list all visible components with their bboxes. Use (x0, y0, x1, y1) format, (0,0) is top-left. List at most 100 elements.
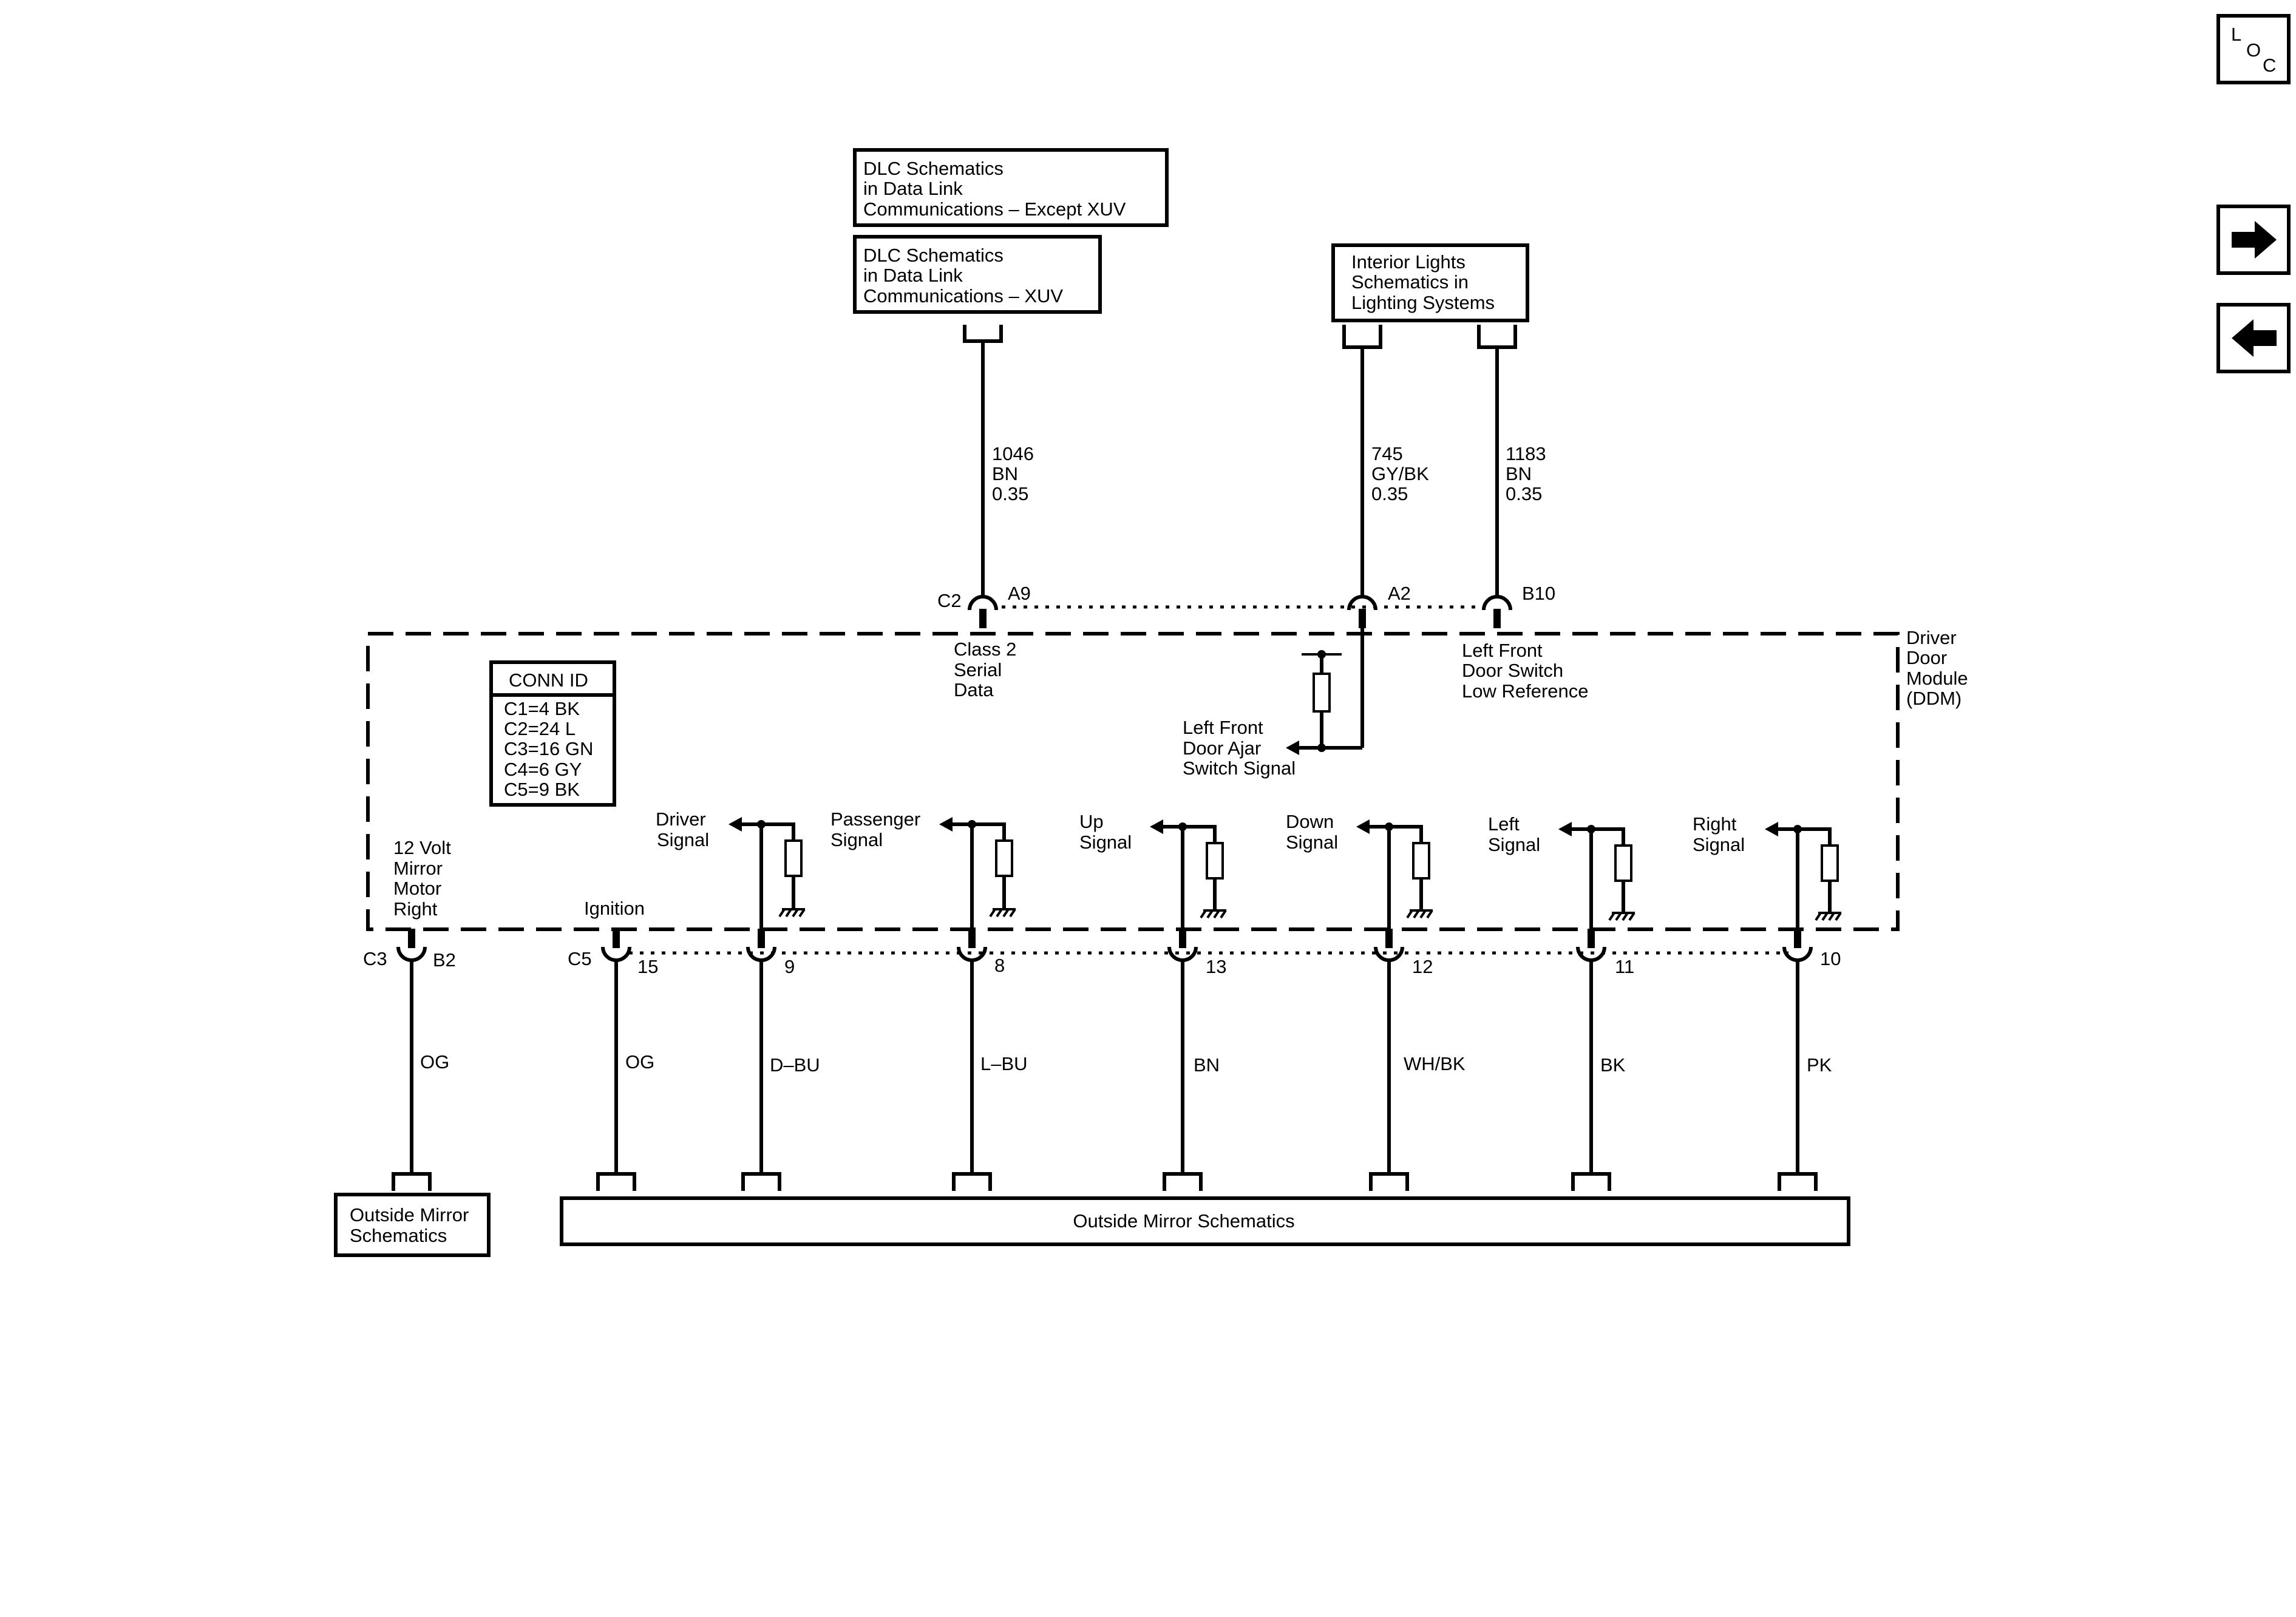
wire-color-label: PK (1807, 1054, 1832, 1076)
wire-size-label: 0.35 (1506, 483, 1542, 504)
top-wire-1183: 1183 BN 0.35 (1495, 347, 1546, 598)
ignition-label: Ignition (584, 898, 645, 919)
signal-circuit-down: Down Signal (1286, 811, 1433, 935)
resistor-icon (1206, 842, 1224, 880)
ref-box-interior-lights[interactable]: Interior Lights Schematics in Lighting S… (1331, 243, 1529, 322)
module-name-line: Driver (1906, 627, 1957, 648)
resistor-icon (1412, 842, 1430, 880)
label-line: Mirror (393, 858, 443, 879)
label-line: Class 2 (954, 639, 1016, 660)
ref-text-line: Schematics (350, 1225, 447, 1246)
connector-name: C3 (363, 948, 387, 969)
label-line: Door Switch (1462, 660, 1563, 681)
arrow-left-icon (1150, 819, 1163, 834)
wire-size-label: 0.35 (992, 483, 1028, 504)
ref-text-line: Lighting Systems (1351, 292, 1495, 313)
wire-circuit-label: 745 (1371, 443, 1403, 464)
signal-label: Signal (830, 829, 883, 850)
loc-button[interactable]: L O C (2216, 14, 2291, 84)
pin-label: 10 (1820, 948, 1841, 969)
ground-icon (778, 908, 806, 918)
ref-box-outside-mirror-small[interactable]: Outside Mirror Schematics (334, 1193, 491, 1257)
ground-icon (989, 908, 1016, 918)
signal-label: Signal (1286, 832, 1338, 853)
arrow-left-icon (939, 817, 953, 832)
ref-text-line: in Data Link (863, 265, 963, 286)
loc-letter-c: C (2263, 55, 2276, 76)
door-switch-low-reference-label: Left Front Door Switch Low Reference (1462, 640, 1589, 702)
signal-circuit-passenger: Passenger Signal (830, 808, 1016, 935)
signal-label: Signal (1693, 834, 1745, 855)
pin-label: 9 (784, 956, 795, 977)
signal-circuit-left: Left Signal (1488, 813, 1635, 935)
ref-text-line: Schematics in (1351, 271, 1469, 293)
next-page-button[interactable] (2216, 205, 2291, 275)
mirror-motor-label: 12 Volt Mirror Motor Right (393, 837, 451, 920)
conn-id-row: C2=24 L (504, 718, 576, 739)
resistor-icon (784, 839, 803, 877)
wire-color-label: BN (1194, 1054, 1220, 1076)
module-name: Driver Door Module (DDM) (1906, 627, 1968, 709)
ref-box-dlc-except-xuv[interactable]: DLC Schematics in Data Link Communicatio… (853, 148, 1169, 227)
conn-id-table: CONN ID C1=4 BK C2=24 L C3=16 GN C4=6 GY… (489, 660, 616, 807)
ref-box-dlc-xuv[interactable]: DLC Schematics in Data Link Communicatio… (853, 235, 1102, 314)
arrow-left-icon (1765, 822, 1778, 836)
connector-name: C2 (937, 590, 962, 611)
pin-label: A2 (1388, 583, 1411, 604)
ref-text-line: Outside Mirror Schematics (1073, 1210, 1294, 1232)
connector-name: C5 (568, 948, 592, 969)
resistor-icon (995, 839, 1013, 877)
loc-letter-l: L (2231, 24, 2241, 45)
label-line: Data (954, 679, 994, 700)
ref-text-line: DLC Schematics (863, 245, 1004, 266)
module-name-line: (DDM) (1906, 688, 1961, 709)
wire-color-label: L–BU (980, 1053, 1028, 1074)
resistor-icon (1821, 844, 1839, 882)
wire-color-label: OG (420, 1051, 449, 1073)
ground-icon (1200, 909, 1227, 919)
class2-serial-data-label: Class 2 Serial Data (954, 639, 1016, 700)
label-line: Switch Signal (1183, 758, 1296, 779)
label-line: Motor (393, 878, 441, 899)
signal-label: Up (1079, 811, 1104, 832)
wire-color-label: WH/BK (1404, 1053, 1466, 1074)
bottom-terminal-brackets (392, 1172, 1818, 1191)
ref-box-outside-mirror-wide[interactable]: Outside Mirror Schematics (560, 1196, 1850, 1246)
pin-label: 11 (1615, 956, 1634, 977)
ref-text-line: DLC Schematics (863, 158, 1004, 179)
top-wire-745: 745 GY/BK 0.35 (1360, 347, 1429, 598)
pin-label: 15 (637, 956, 658, 977)
connector-c5: C5 15 9 8 13 12 11 10 (568, 929, 1841, 977)
signal-label: Driver (656, 808, 706, 830)
signal-label: Passenger (830, 808, 920, 830)
connector-c3: C3 B2 (363, 929, 456, 971)
wire-color-label: BN (992, 463, 1018, 484)
ground-icon (1406, 909, 1433, 919)
wire-color-label: BK (1600, 1054, 1626, 1076)
wire-color-label: D–BU (770, 1054, 820, 1076)
driver-door-module-outline (366, 632, 1900, 931)
module-name-line: Module (1906, 668, 1968, 689)
signal-label: Signal (657, 829, 709, 850)
previous-page-button[interactable] (2216, 303, 2291, 373)
ground-icon (1815, 912, 1842, 921)
wire-color-label: OG (625, 1051, 654, 1073)
arrow-right-icon (2232, 221, 2277, 259)
ref-text-line: Outside Mirror (350, 1204, 469, 1225)
bottom-wires: OG OG D–BU L–BU BN WH/BK BK PK (410, 960, 1832, 1174)
ref-text-line: Communications – Except XUV (863, 198, 1126, 220)
arrow-left-icon (1356, 819, 1370, 834)
module-name-line: Door (1906, 647, 1947, 668)
signal-circuit-right: Right Signal (1693, 813, 1842, 935)
label-line: 12 Volt (393, 837, 451, 858)
signal-circuit-driver: Driver Signal (656, 808, 806, 935)
wire-size-label: 0.35 (1371, 483, 1408, 504)
label-line: Right (393, 898, 438, 920)
signal-label: Left (1488, 813, 1520, 835)
signal-label: Down (1286, 811, 1334, 832)
pin-label: B10 (1522, 583, 1555, 604)
signal-label: Signal (1488, 834, 1540, 855)
wire-circuit-label: 1183 (1506, 443, 1546, 464)
signal-circuit-up: Up Signal (1079, 811, 1227, 935)
